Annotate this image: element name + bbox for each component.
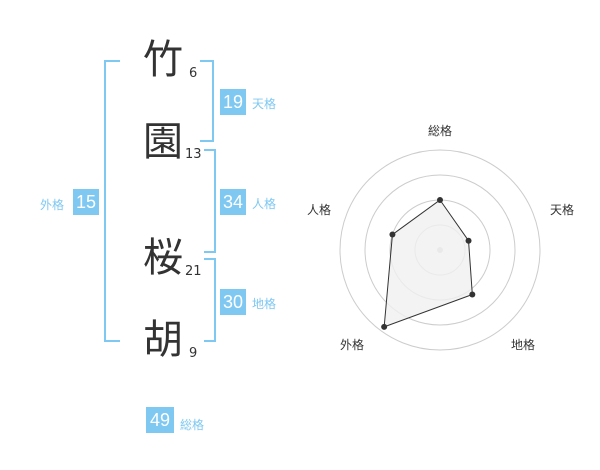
chikaku-bracket — [204, 258, 216, 342]
soukaku-label: 総格 — [180, 418, 205, 432]
jinkaku-label: 人格 — [252, 197, 277, 211]
radar-point-2 — [465, 237, 472, 244]
radar-series-polygon — [383, 199, 473, 328]
name-char-1: 竹 — [143, 37, 183, 83]
name-char-2: 園 — [143, 119, 183, 165]
stroke-count-3: 21 — [185, 264, 202, 279]
stroke-count-2: 13 — [185, 147, 202, 162]
gaikaku-bracket — [104, 60, 120, 342]
gaikaku-value: 15 — [73, 189, 99, 215]
radar-ring — [364, 174, 516, 326]
gaikaku-label: 外格 — [40, 198, 65, 212]
chikaku-label: 地格 — [252, 297, 277, 311]
radar-label-gaikaku: 外格 — [340, 338, 365, 352]
stroke-count-4: 9 — [189, 346, 198, 361]
jinkaku-value: 34 — [220, 189, 246, 215]
radar-point-1 — [437, 197, 443, 203]
jinkaku-bracket — [204, 149, 216, 253]
radar-label-tenkaku: 天格 — [550, 203, 575, 217]
stroke-count-1: 6 — [189, 66, 198, 81]
tenkaku-bracket — [200, 60, 214, 142]
radar-label-jinkaku: 人格 — [307, 203, 332, 217]
name-char-3: 桜 — [143, 235, 183, 281]
radar-ring — [339, 149, 541, 351]
chikaku-value: 30 — [220, 289, 246, 315]
tenkaku-label: 天格 — [252, 97, 277, 111]
tenkaku-value: 19 — [220, 89, 246, 115]
radar-point-4 — [381, 323, 388, 330]
radar-point-3 — [469, 291, 476, 298]
soukaku-value: 49 — [146, 407, 174, 433]
radar-label-soukaku: 総格 — [428, 124, 453, 138]
radar-label-chikaku: 地格 — [511, 338, 536, 352]
name-char-4: 胡 — [143, 317, 183, 363]
radar-point-5 — [389, 231, 396, 238]
